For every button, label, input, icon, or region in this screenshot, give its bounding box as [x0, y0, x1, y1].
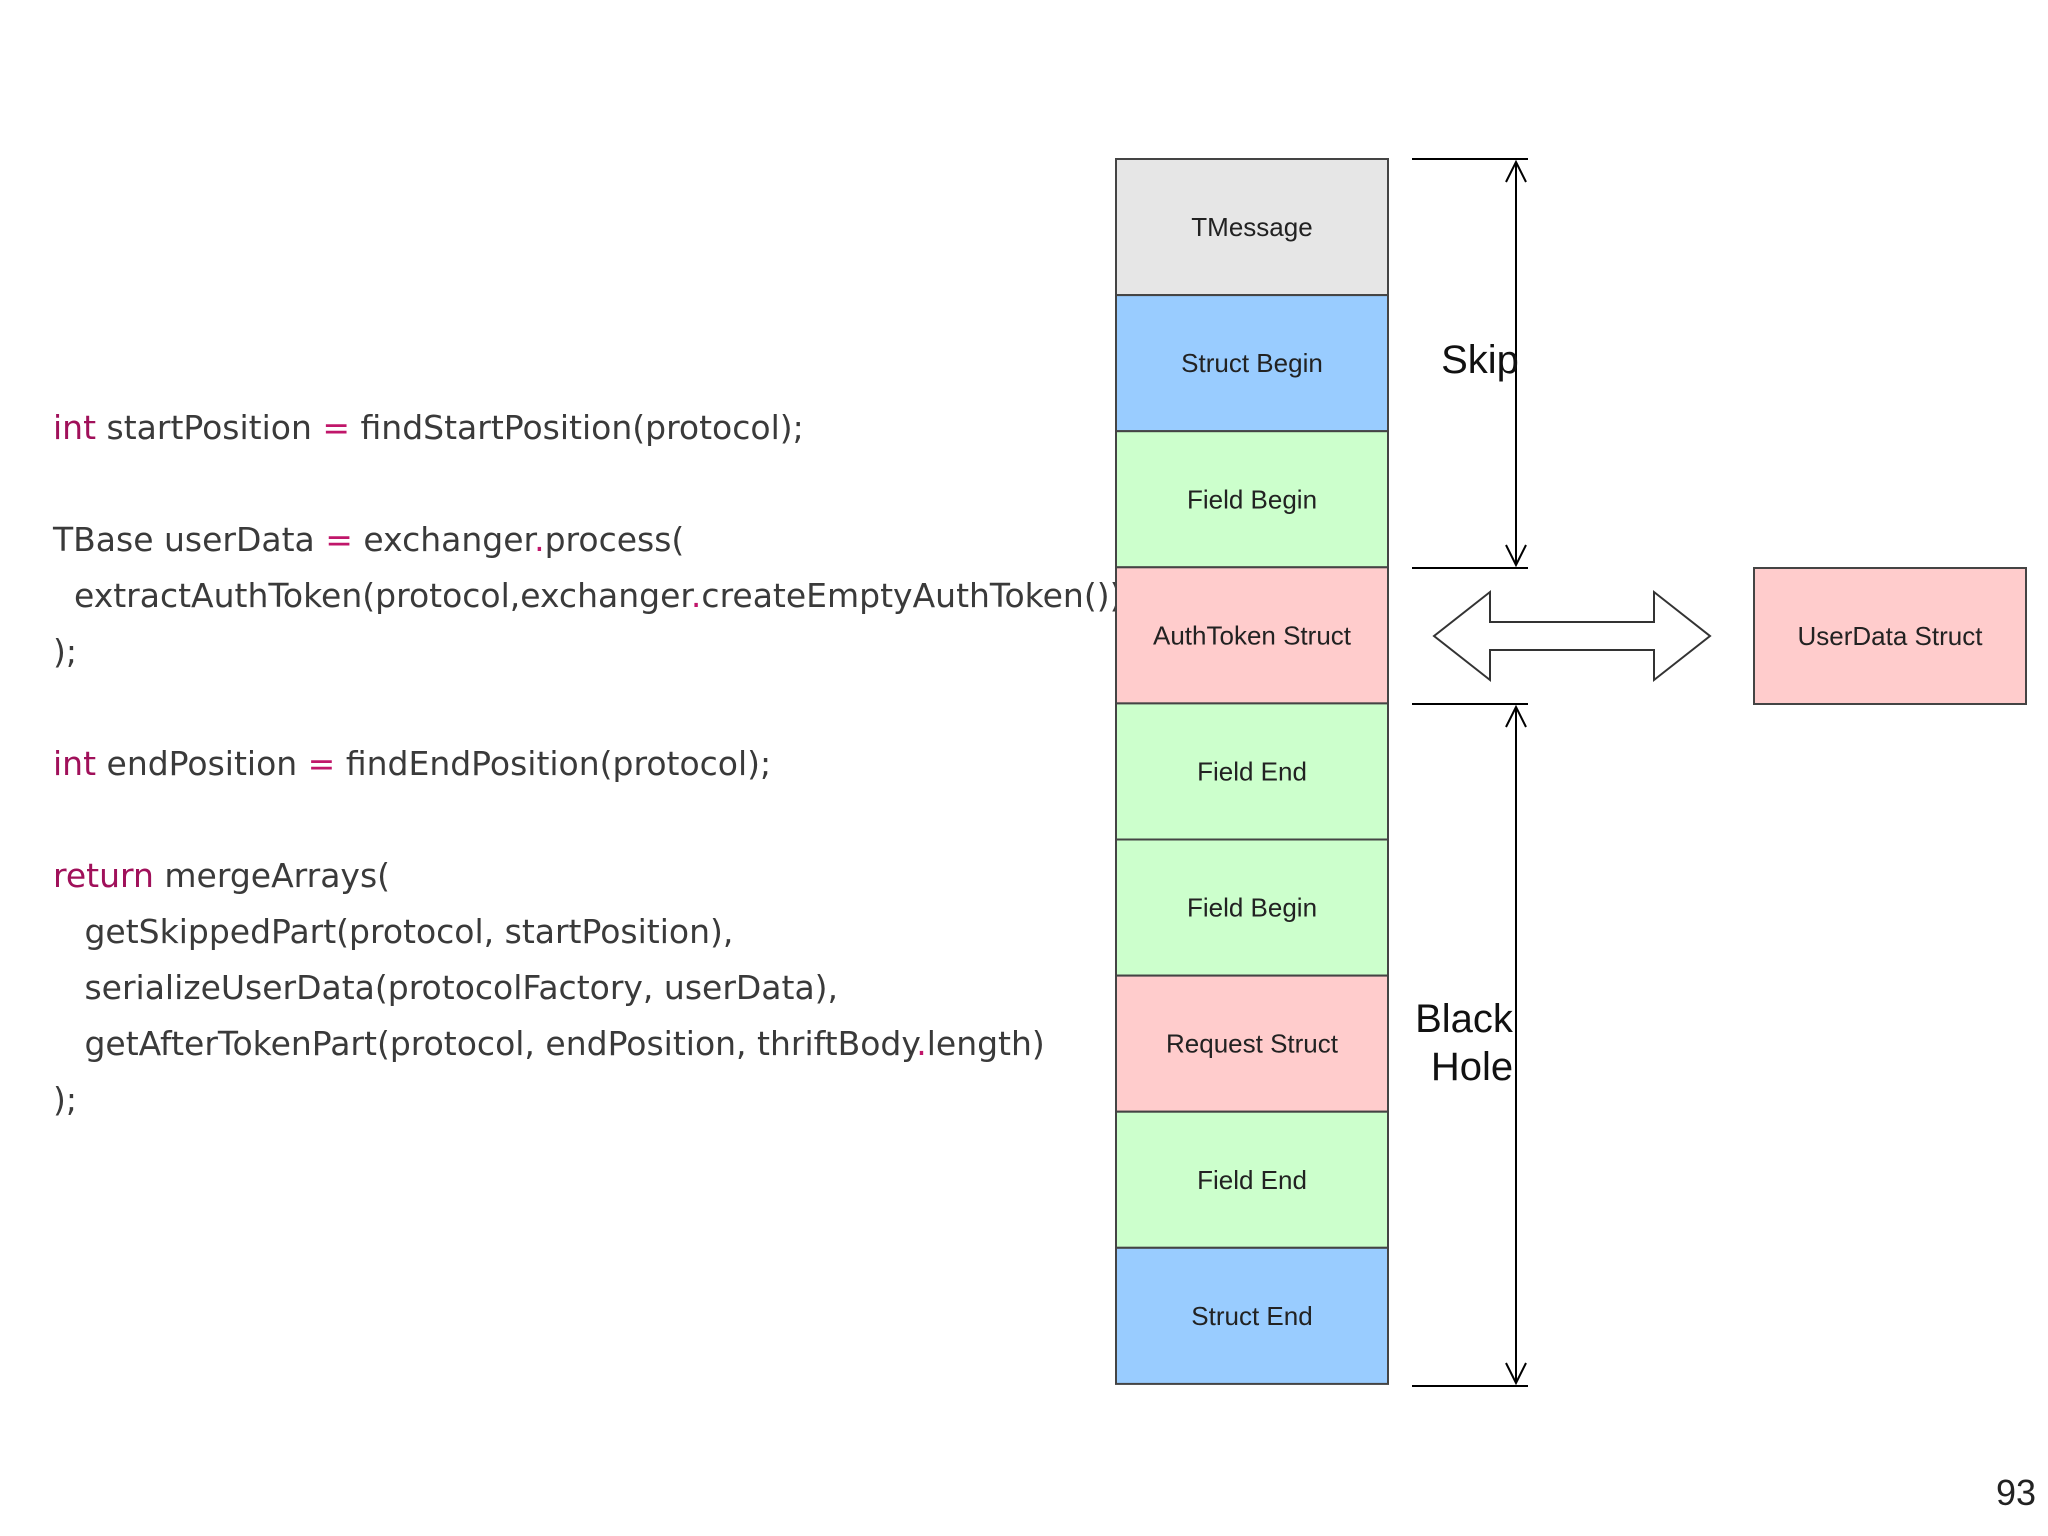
- code-token: findEndPosition(protocol);: [335, 744, 772, 783]
- code-line: getAfterTokenPart(protocol, endPosition,…: [53, 1016, 1122, 1072]
- block-rect: [1115, 1246, 1389, 1385]
- block-tmessage: TMessage: [1115, 158, 1389, 297]
- code-line: serializeUserData(protocolFactory, userD…: [53, 960, 1122, 1016]
- code-snippet: int startPosition = findStartPosition(pr…: [53, 400, 1122, 1128]
- code-token: process(: [544, 520, 685, 559]
- code-token: =: [307, 744, 336, 783]
- block-rect: [1115, 974, 1389, 1113]
- black-hole-range-marker: Black Hole: [1412, 703, 1528, 1387]
- code-token: =: [325, 520, 353, 559]
- userdata-struct-rect: [1753, 567, 2027, 705]
- code-token: =: [322, 408, 351, 447]
- block-field-begin: Field Begin: [1115, 838, 1389, 977]
- skip-range-marker: Skip: [1412, 158, 1528, 569]
- code-token: exchanger: [352, 520, 535, 559]
- code-token: serializeUserData(protocolFactory, userD…: [53, 968, 839, 1007]
- double-arrow-icon: [1432, 589, 1712, 683]
- block-struct-end: Struct End: [1115, 1246, 1389, 1385]
- code-line: int startPosition = findStartPosition(pr…: [53, 400, 1122, 456]
- block-request-struct: Request Struct: [1115, 974, 1389, 1113]
- skip-arrow-up-icon: [1505, 159, 1527, 183]
- code-token: startPosition: [96, 408, 323, 447]
- code-line: );: [53, 624, 1122, 680]
- block-label: Field End: [1197, 1165, 1307, 1195]
- block-label: Request Struct: [1166, 1029, 1339, 1059]
- black-hole-label-backdrop: [1412, 992, 1514, 1092]
- block-authtoken-struct: AuthToken Struct: [1115, 566, 1389, 705]
- code-token: .: [690, 576, 702, 615]
- skip-label: Skip: [1441, 338, 1519, 382]
- block-label: Struct End: [1191, 1301, 1312, 1331]
- block-field-begin: Field Begin: [1115, 430, 1389, 569]
- skip-label-backdrop: [1436, 330, 1512, 380]
- black-hole-arrow-up-icon: [1505, 704, 1527, 728]
- code-line: TBase userData = exchanger.process(: [53, 512, 1122, 568]
- code-token: );: [53, 1080, 77, 1119]
- block-struct-begin: Struct Begin: [1115, 294, 1389, 433]
- code-token: getAfterTokenPart(protocol, endPosition,…: [53, 1024, 917, 1063]
- block-label: TMessage: [1191, 212, 1312, 242]
- skip-arrow-down-icon: [1505, 544, 1527, 568]
- block-rect: [1115, 702, 1389, 841]
- block-field-end: Field End: [1115, 702, 1389, 841]
- code-keyword: return: [53, 856, 154, 895]
- code-token: extractAuthToken(protocol,exchanger: [53, 576, 691, 615]
- code-line: );: [53, 1072, 1122, 1128]
- block-rect: [1115, 294, 1389, 433]
- block-rect: [1115, 1110, 1389, 1249]
- code-token: createEmptyAuthToken()): [701, 576, 1123, 615]
- code-token: TBase userData: [53, 520, 326, 559]
- code-line: return mergeArrays(: [53, 848, 1122, 904]
- code-line: extractAuthToken(protocol,exchanger.crea…: [53, 568, 1122, 624]
- block-label: Struct Begin: [1181, 348, 1323, 378]
- block-rect: [1115, 158, 1389, 297]
- userdata-struct-label: UserData Struct: [1798, 621, 1984, 651]
- black-hole-label-line1: Black: [1415, 997, 1514, 1041]
- code-token: endPosition: [96, 744, 308, 783]
- code-token: findStartPosition(protocol);: [350, 408, 804, 447]
- block-label: Field End: [1197, 756, 1307, 786]
- black-hole-arrow-down-icon: [1505, 1362, 1527, 1386]
- block-label: AuthToken Struct: [1153, 620, 1352, 650]
- userdata-struct-block: UserData Struct: [1753, 567, 2027, 705]
- code-line: int endPosition = findEndPosition(protoc…: [53, 736, 1122, 792]
- code-token: getSkippedPart(protocol, startPosition),: [53, 912, 734, 951]
- code-token: .: [534, 520, 545, 559]
- block-label: Field Begin: [1187, 484, 1317, 514]
- page-number: 93: [1995, 1472, 2036, 1513]
- code-keyword: int: [53, 744, 97, 783]
- code-token: );: [53, 632, 77, 671]
- code-token: mergeArrays(: [153, 856, 391, 895]
- code-token: length): [926, 1024, 1045, 1063]
- code-token: .: [916, 1024, 927, 1063]
- block-rect: [1115, 838, 1389, 977]
- block-label: Field Begin: [1187, 893, 1317, 923]
- black-hole-label-line2: Hole: [1431, 1045, 1513, 1089]
- block-rect: [1115, 566, 1389, 705]
- code-line: getSkippedPart(protocol, startPosition),: [53, 904, 1122, 960]
- code-keyword: int: [53, 408, 97, 447]
- block-field-end: Field End: [1115, 1110, 1389, 1249]
